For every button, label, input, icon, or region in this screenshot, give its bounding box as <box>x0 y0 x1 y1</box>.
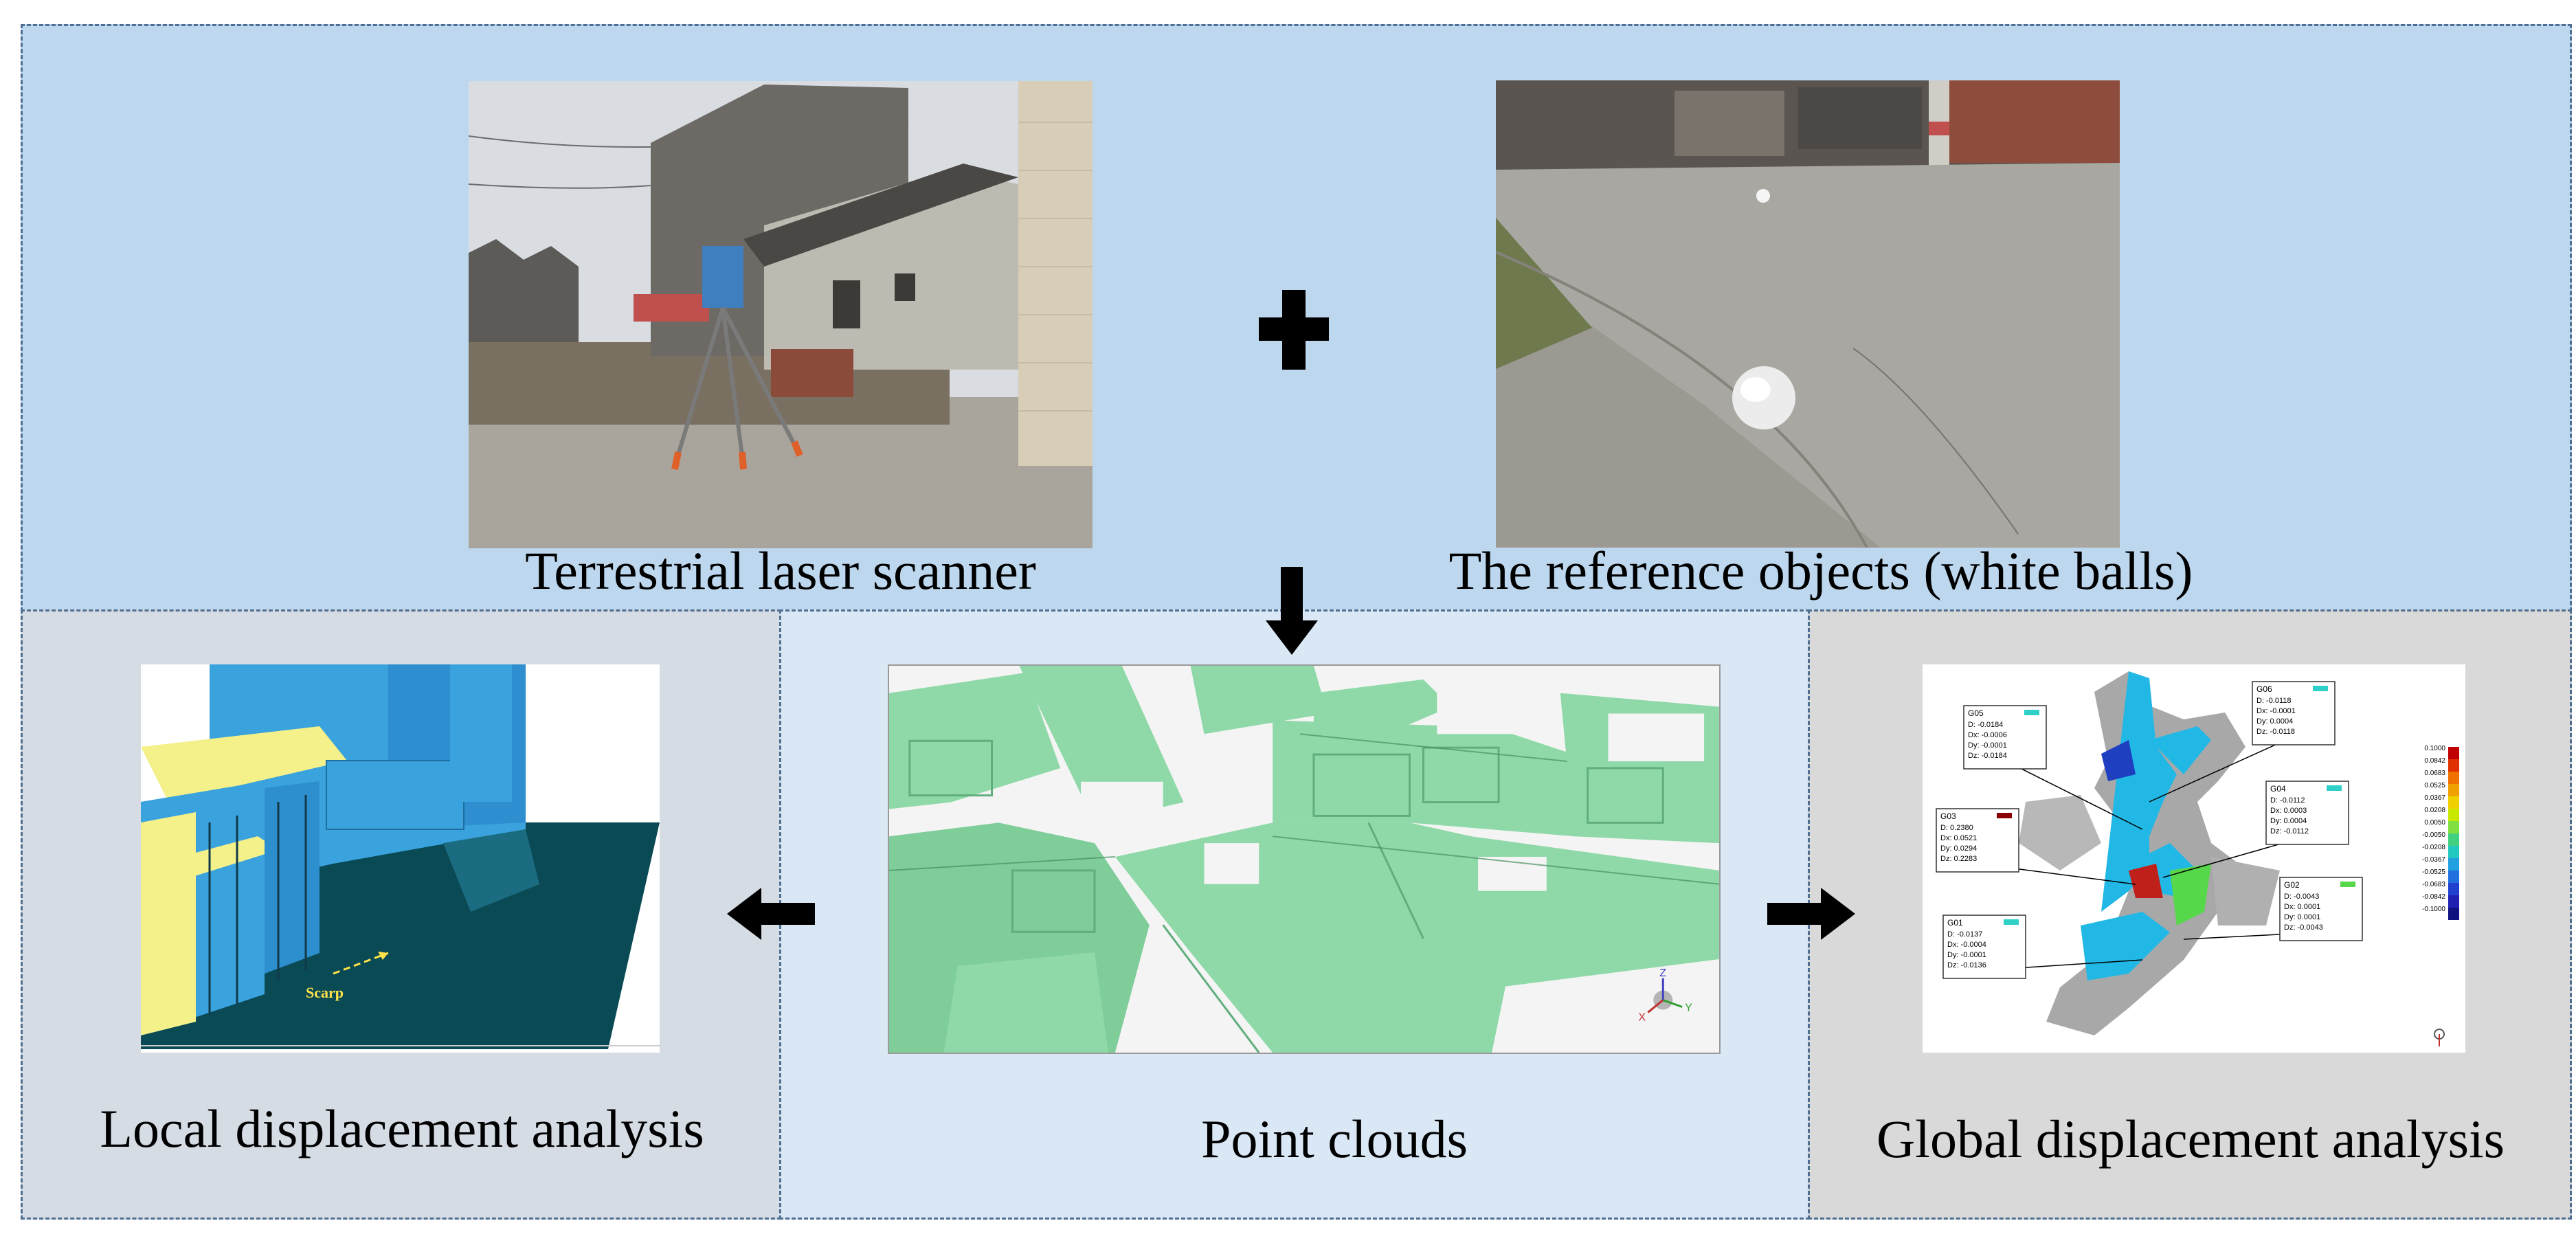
color-scale-label: -0.0842 <box>2422 893 2445 901</box>
callout-value: Dy: 0.0004 <box>2270 817 2307 825</box>
color-scale-label: 0.0842 <box>2424 757 2445 765</box>
color-scale-label: 0.0683 <box>2424 770 2445 777</box>
color-scale-swatch <box>2448 833 2459 846</box>
color-scale-label: 0.0525 <box>2424 782 2445 789</box>
global-label: Global displacement analysis <box>1876 1109 2505 1169</box>
callout-value: Dx: 0.0001 <box>2284 903 2320 911</box>
color-scale-label: 0.0367 <box>2424 794 2445 802</box>
callout-value: D: -0.0112 <box>2270 796 2305 805</box>
color-scale-label: -0.0367 <box>2422 856 2445 864</box>
callout-value: Dx: 0.0521 <box>1940 834 1977 842</box>
color-scale-label: -0.0208 <box>2422 844 2445 851</box>
axis-x-label: X <box>1638 1011 1646 1023</box>
callout-value: Dz: -0.0184 <box>1968 752 2007 760</box>
callout-id: G05 <box>1968 708 1984 718</box>
color-scale-swatch <box>2448 883 2459 895</box>
callout-value: Dz: -0.0118 <box>2256 728 2295 736</box>
callout-leader-line <box>2149 736 2294 803</box>
color-scale-label: 0.1000 <box>2424 745 2445 752</box>
callout-value: Dz: -0.0112 <box>2270 827 2309 835</box>
compass-icon <box>2434 1029 2445 1046</box>
point-cloud-image: Z Y X <box>888 664 1721 1054</box>
color-scale-swatch <box>2448 772 2459 784</box>
color-scale-swatch <box>2448 747 2459 759</box>
scanner-label: Terrestrial laser scanner <box>525 541 1036 601</box>
color-scale-label: -0.1000 <box>2422 906 2445 913</box>
color-scale-label: -0.0683 <box>2422 881 2445 888</box>
color-scale-swatch <box>2448 809 2459 821</box>
callout-value: Dx: -0.0006 <box>1968 731 2007 739</box>
callout-value: Dy: -0.0001 <box>1968 741 2007 750</box>
color-scale-swatch <box>2448 796 2459 809</box>
color-scale-label: 0.0050 <box>2424 819 2445 827</box>
color-scale-label: -0.0050 <box>2422 831 2445 839</box>
point-cloud-label: Point clouds <box>1201 1109 1468 1169</box>
reference-balls-photo <box>1496 80 2120 548</box>
local-displacement-image: Scarp <box>141 664 660 1053</box>
color-scale-swatch <box>2448 846 2459 858</box>
callout-id: G06 <box>2256 684 2272 694</box>
arrow-down-icon <box>1266 567 1318 655</box>
callout-value: D: -0.0118 <box>2256 697 2292 705</box>
callout-leader-line <box>2004 760 2143 830</box>
plus-icon <box>1259 290 1329 370</box>
callout-value: Dx: -0.0001 <box>2256 707 2296 715</box>
callout-value: D: -0.0043 <box>2284 893 2319 901</box>
callout-id: G04 <box>2270 784 2286 794</box>
callout-value: Dz: 0.2283 <box>1940 855 1977 863</box>
callout-value: D: -0.0137 <box>1947 930 1982 939</box>
reference-label: The reference objects (white balls) <box>1448 541 2193 601</box>
color-scale-swatch <box>2448 759 2459 772</box>
callout-value: Dz: -0.0136 <box>1947 961 1986 969</box>
color-scale-label: 0.0208 <box>2424 807 2445 814</box>
callout-value: Dx: -0.0004 <box>1947 941 1986 949</box>
callout-value: D: -0.0184 <box>1968 721 2003 729</box>
color-scale-swatch <box>2448 784 2459 796</box>
callout-id: G01 <box>1947 918 1963 928</box>
color-scale-label: -0.0525 <box>2422 868 2445 876</box>
axis-gizmo-icon: Z Y X <box>1638 967 1692 1024</box>
local-label: Local displacement analysis <box>100 1099 704 1158</box>
axis-y-label: Y <box>1685 1002 1692 1013</box>
scarp-label: Scarp <box>306 984 344 1001</box>
color-scale-swatch <box>2448 908 2459 920</box>
arrow-left-icon <box>727 888 815 940</box>
scanner-photo <box>469 81 1093 548</box>
callout-value: Dy: 0.0294 <box>1940 844 1977 853</box>
callout-id: G03 <box>1940 811 1956 821</box>
callout-value: Dy: 0.0001 <box>2284 913 2320 921</box>
axis-z-label: Z <box>1659 967 1666 979</box>
color-scale-swatch <box>2448 821 2459 833</box>
callout-value: Dx: 0.0003 <box>2270 807 2307 815</box>
color-scale-swatch <box>2448 871 2459 883</box>
color-scale-swatch <box>2448 895 2459 908</box>
color-scale-swatch <box>2448 858 2459 871</box>
callout-value: Dy: -0.0001 <box>1947 951 1986 959</box>
arrow-right-icon <box>1767 888 1855 940</box>
callout-value: Dy: 0.0004 <box>2256 717 2293 726</box>
callout-id: G02 <box>2284 880 2300 890</box>
callout-value: D: 0.2380 <box>1940 824 1973 832</box>
callout-value: Dz: -0.0043 <box>2284 923 2323 932</box>
